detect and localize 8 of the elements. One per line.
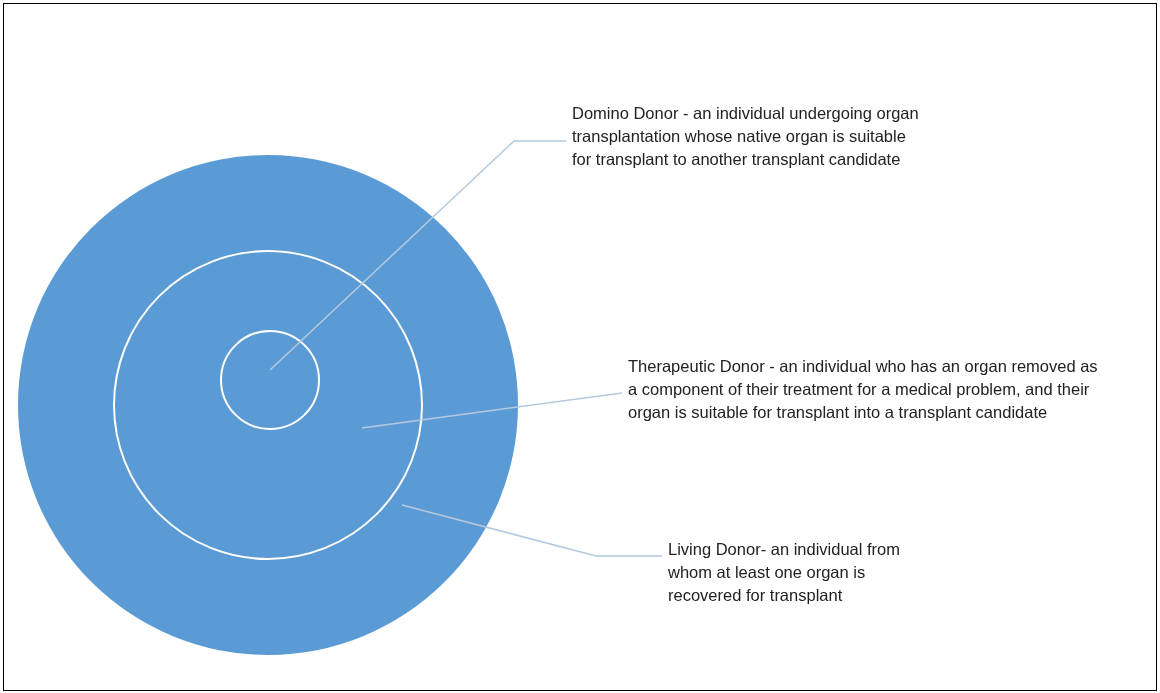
leader-line [269,140,567,371]
definition-text: Domino Donor - an individual undergoing organ transplantation whose native organ is suitable for transplant to another transplant candidate [572,102,922,171]
inner-circle [220,330,320,430]
definition-text: Therapeutic Donor - an individual who has an organ removed as a component of their treatment for a medical problem, and their organ is suitable for transplant into a transplant candidate [628,355,1098,424]
middle-ring-circle [113,250,423,560]
leader-line [361,392,623,429]
definition-text: Living Donor- an individual from whom at least one organ is recovered for transplant [668,538,918,607]
leader-line [401,504,663,557]
